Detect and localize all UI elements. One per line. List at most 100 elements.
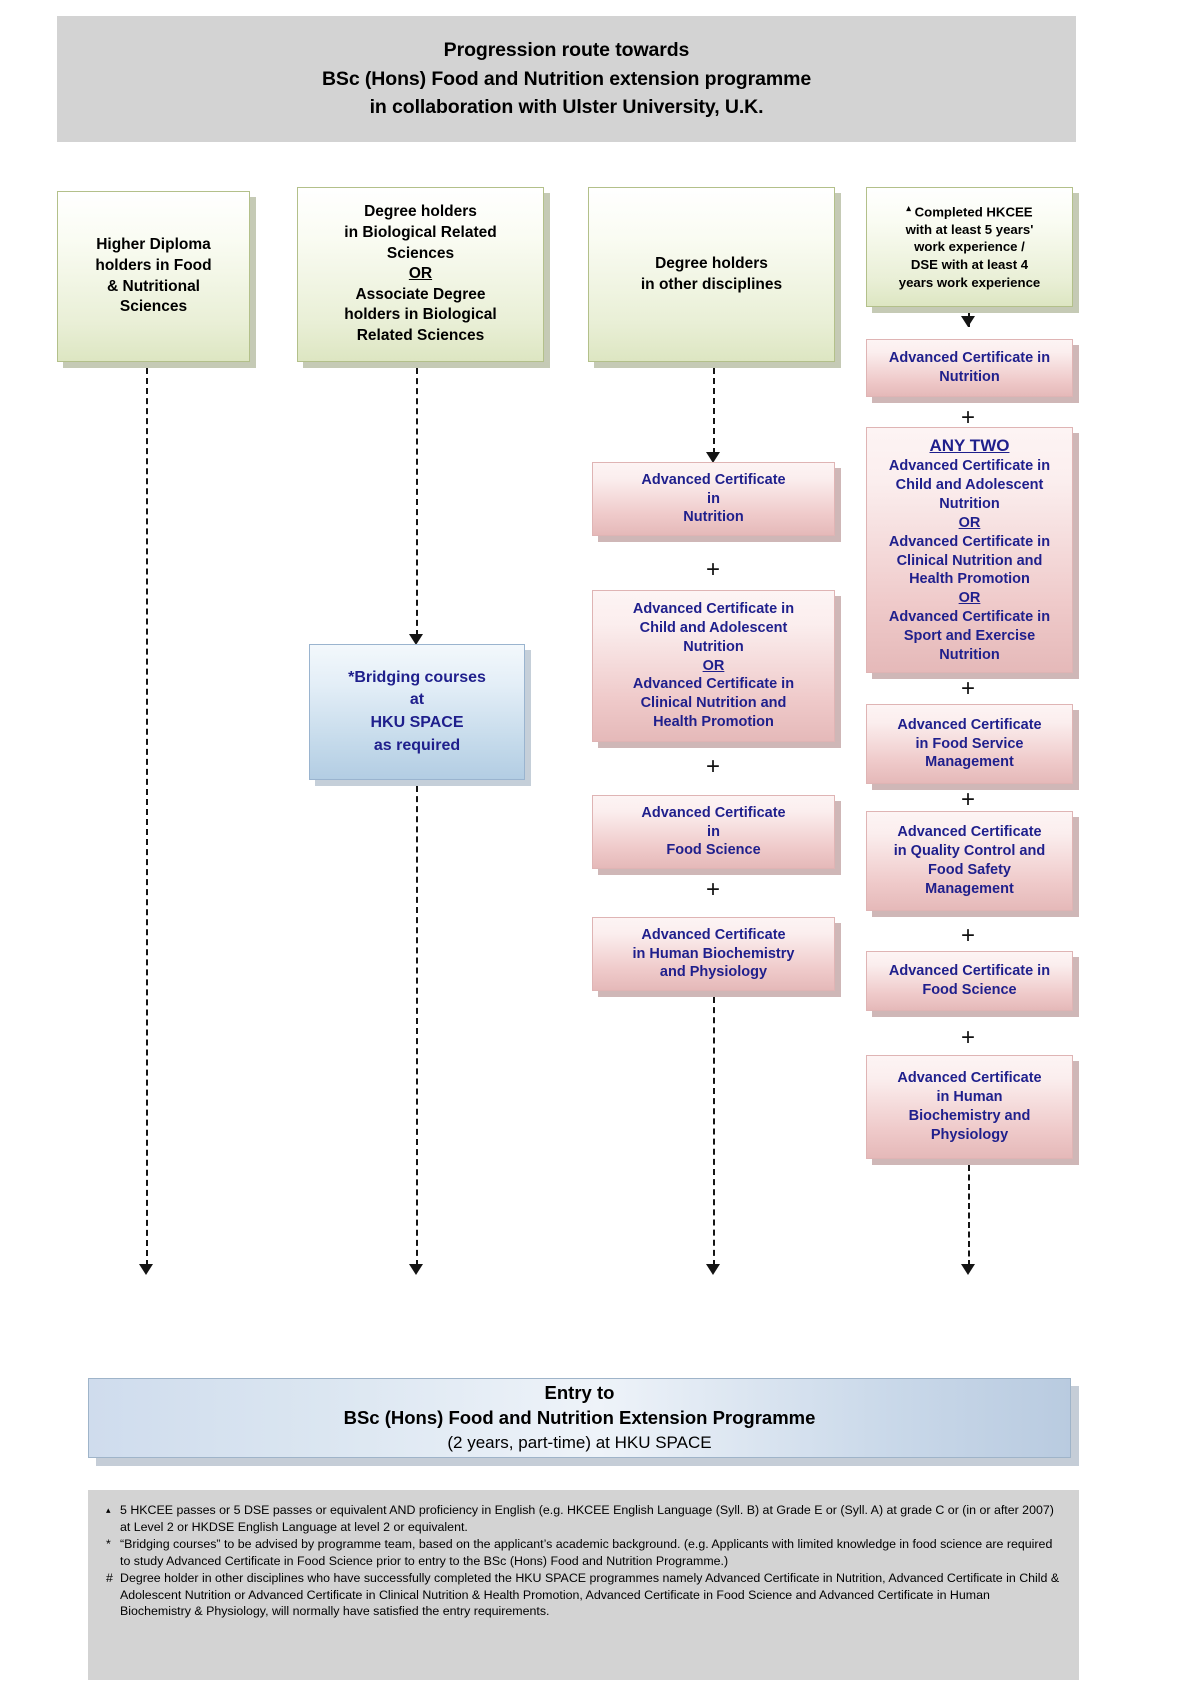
route-line: & Nutritional xyxy=(107,277,200,295)
arrowhead-col2 xyxy=(409,1264,423,1275)
cert-line: Advanced Certificate xyxy=(641,926,786,943)
cert-line: Nutrition xyxy=(683,638,744,655)
title-line-3: in collaboration with Ulster University,… xyxy=(369,96,764,119)
cert-line: Management xyxy=(925,880,1014,897)
entry-line-1: Entry to xyxy=(544,1382,615,1404)
footnote-item: ▴ 5 HKCEE passes or 5 DSE passes or equi… xyxy=(106,1502,1061,1535)
bridging-line: *Bridging courses xyxy=(348,668,486,686)
footnote-text: “Bridging courses” to be advised by prog… xyxy=(120,1537,1053,1568)
route-line: DSE with at least 4 xyxy=(910,256,1029,272)
connector-bridging-to-entry xyxy=(416,786,418,1266)
arrowhead-col4 xyxy=(961,1264,975,1275)
entry-line-3: (2 years, part-time) at HKU SPACE xyxy=(447,1433,712,1453)
route-box-degree-biological: Degree holders in Biological Related Sci… xyxy=(297,187,550,368)
cert-line: Sport and Exercise xyxy=(903,628,1036,644)
cert-line: Advanced Certificate xyxy=(897,1070,1042,1087)
plus-symbol-c3-1: + xyxy=(705,556,721,583)
plus-symbol-c3-3: + xyxy=(705,876,721,903)
cert-box-c3-child-or-clinical: Advanced Certificate in Child and Adoles… xyxy=(592,590,841,748)
route-line: Degree holders xyxy=(364,203,477,221)
route-line-text: Completed HKCEE xyxy=(914,204,1033,220)
cert-line: in Human xyxy=(936,1089,1003,1106)
cert-line: Physiology xyxy=(930,1126,1009,1143)
connector-col2-to-bridging xyxy=(416,368,418,636)
cert-line: Clinical Nutrition and xyxy=(896,552,1043,569)
route-box-hkcee: ▴ Completed HKCEE with at least 5 years'… xyxy=(866,187,1079,313)
cert-line: Advanced Certificate xyxy=(897,716,1042,733)
diagram-title-banner: Progression route towards BSc (Hons) Foo… xyxy=(57,16,1076,142)
bridging-line: at xyxy=(409,691,425,709)
cert-line: Food Science xyxy=(922,982,1017,998)
plus-symbol-c4-3: + xyxy=(960,786,976,813)
connector-col1-to-entry xyxy=(146,368,148,1266)
cert-line: Nutrition xyxy=(683,509,744,526)
route-box-higher-diploma: Higher Diploma holders in Food & Nutriti… xyxy=(57,191,256,368)
route-line-or: OR xyxy=(408,265,433,283)
route-line: Related Sciences xyxy=(356,327,485,345)
cert-line: Advanced Certificate in xyxy=(888,458,1051,475)
route-line: Sciences xyxy=(119,298,188,316)
route-line: Sciences xyxy=(386,244,455,262)
bridging-line: HKU SPACE xyxy=(370,714,464,731)
cert-box-c4-food-service-mgmt: Advanced Certificate in Food Service Man… xyxy=(866,704,1079,790)
cert-line: Advanced Certificate in xyxy=(632,676,795,693)
cert-line: Management xyxy=(925,754,1014,771)
entry-line-2: BSc (Hons) Food and Nutrition Extension … xyxy=(343,1407,816,1429)
cert-line-or: OR xyxy=(958,514,981,531)
cert-line: Child and Adolescent xyxy=(895,477,1044,494)
cert-heading-any-two: ANY TWO xyxy=(929,436,1010,456)
cert-box-c3-adv-cert-food-science: Advanced Certificate in Food Science xyxy=(592,795,841,875)
cert-line: Advanced Certificate in xyxy=(888,533,1051,550)
cert-line: Advanced Certificate xyxy=(641,471,786,488)
title-line-1: Progression route towards xyxy=(443,39,690,62)
footnote-item: * “Bridging courses” to be advised by pr… xyxy=(106,1536,1061,1569)
route-line: holders in Biological xyxy=(344,306,497,324)
asterisk-marker-icon: * xyxy=(106,1537,111,1551)
cert-line: in xyxy=(707,823,720,840)
cert-box-c3-adv-cert-biochem: Advanced Certificate in Human Biochemist… xyxy=(592,917,841,997)
footnote-text: 5 HKCEE passes or 5 DSE passes or equiva… xyxy=(120,1503,1054,1534)
route-line: work experience / xyxy=(914,239,1025,255)
cert-line: in xyxy=(707,490,720,507)
cert-box-c4-human-biochem: Advanced Certificate in Human Biochemist… xyxy=(866,1055,1079,1165)
route-line: Higher Diploma xyxy=(96,236,211,254)
cert-line: Advanced Certificate xyxy=(897,824,1042,841)
entry-result-bar: Entry to BSc (Hons) Food and Nutrition E… xyxy=(88,1378,1079,1466)
plus-symbol-c4-1: + xyxy=(960,404,976,431)
cert-line: Child and Adolescent xyxy=(639,619,788,636)
route-line: Degree holders xyxy=(655,254,768,272)
cert-line: and Physiology xyxy=(659,964,768,981)
cert-line: Advanced Certificate xyxy=(641,804,786,821)
route-line: years work experience xyxy=(898,274,1041,290)
cert-line: in Human Biochemistry xyxy=(632,945,795,962)
cert-line-or: OR xyxy=(702,657,725,674)
route-line: Associate Degree xyxy=(355,285,486,303)
cert-line: in Quality Control and xyxy=(893,843,1046,860)
arrowhead-col3 xyxy=(706,1264,720,1275)
connector-col3-to-entry xyxy=(713,997,715,1266)
footnotes-panel: ▴ 5 HKCEE passes or 5 DSE passes or equi… xyxy=(88,1490,1079,1680)
route-line: with at least 5 years' xyxy=(905,221,1034,237)
cert-line: Health Promotion xyxy=(909,571,1030,588)
arrowhead-col4-cert1 xyxy=(961,316,975,327)
route-box-degree-other: Degree holders in other disciplines xyxy=(588,187,841,368)
route-line: ▴ Completed HKCEE xyxy=(899,203,1041,221)
plus-symbol-c3-2: + xyxy=(705,753,721,780)
cert-line: Advanced Certificate in xyxy=(632,601,795,618)
route-line: holders in Food xyxy=(95,256,212,274)
cert-line: in Food Service xyxy=(915,735,1024,752)
bridging-line: as required xyxy=(373,736,461,754)
arrowhead-col3-cert1 xyxy=(706,452,720,463)
cert-line: Clinical Nutrition and xyxy=(640,695,787,712)
cert-line: Nutrition xyxy=(939,496,1000,513)
hash-marker-icon: # xyxy=(106,1571,113,1585)
route-line: in Biological Related xyxy=(344,223,497,241)
cert-line: Health Promotion xyxy=(653,714,774,731)
cert-line: Food Science xyxy=(666,842,761,859)
plus-symbol-c4-4: + xyxy=(960,922,976,949)
plus-symbol-c4-5: + xyxy=(960,1024,976,1051)
route-line: in other disciplines xyxy=(640,275,783,293)
footnote-text: Degree holder in other disciplines who h… xyxy=(120,1571,1060,1618)
cert-line: Advanced Certificate in xyxy=(888,963,1051,980)
